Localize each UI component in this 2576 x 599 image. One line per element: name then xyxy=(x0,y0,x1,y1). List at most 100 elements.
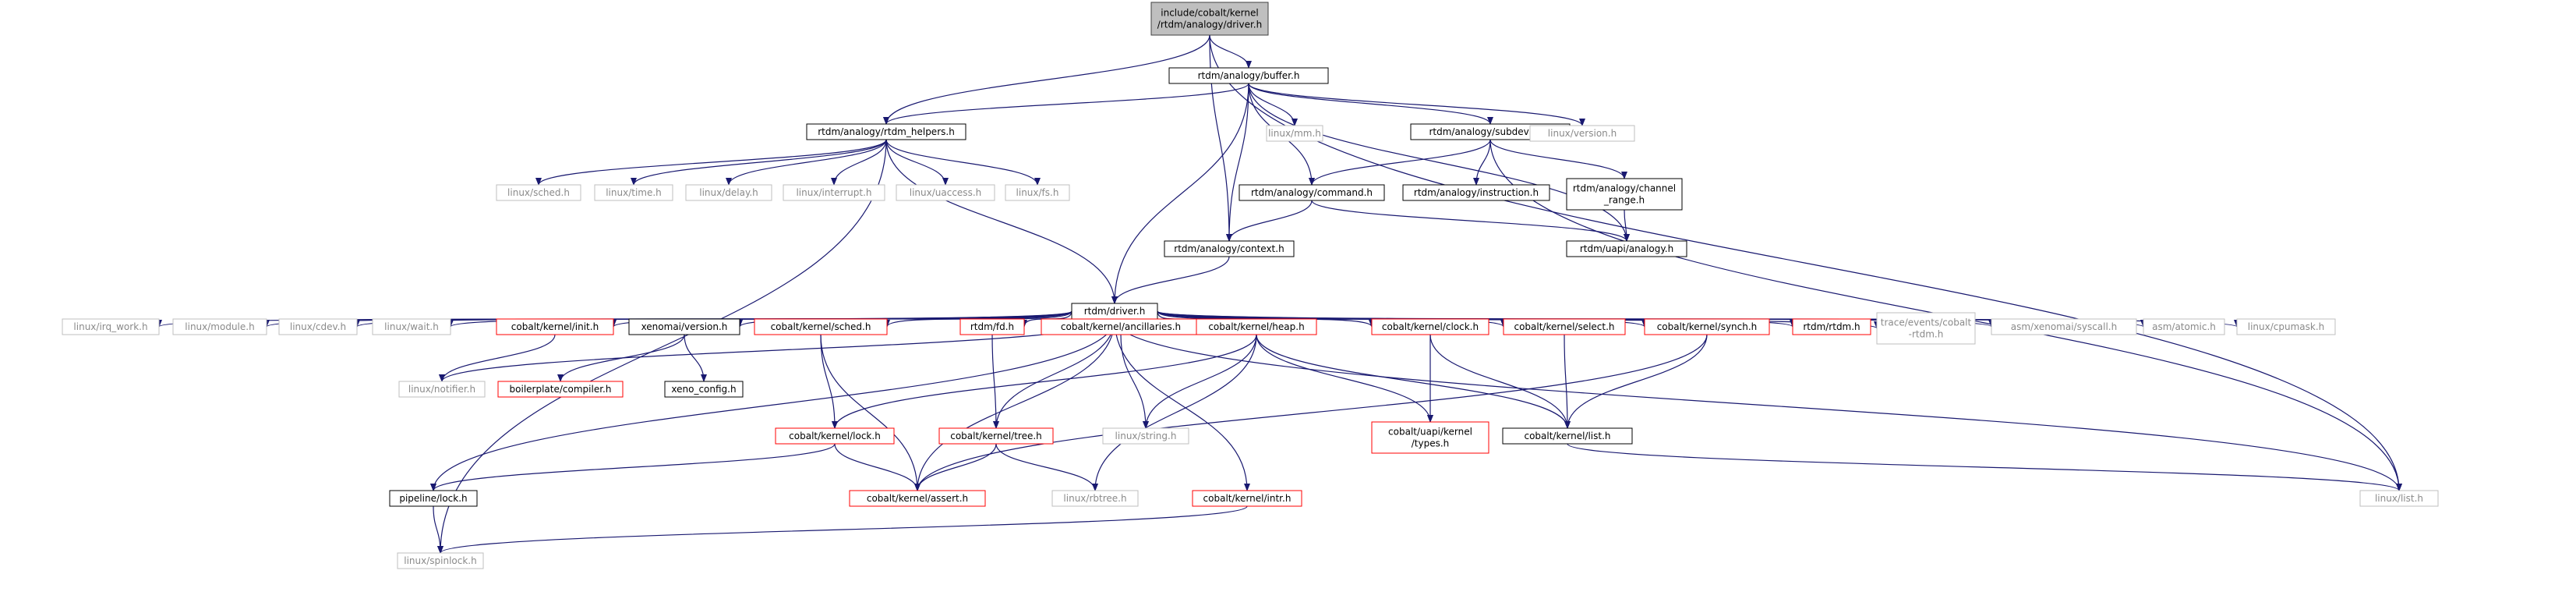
node-label: cobalt/kernel/sched.h xyxy=(771,321,871,332)
node-uapi-types[interactable]: cobalt/uapi/kernel/types.h xyxy=(1371,421,1489,454)
node-cpumask: linux/cpumask.h xyxy=(2236,318,2336,335)
edge-buffer-to-context xyxy=(1226,83,1249,242)
node-xeno-config[interactable]: xeno_config.h xyxy=(664,381,744,398)
edge-rtdm_driver-to-ck_intr xyxy=(1114,318,1250,491)
node-box xyxy=(628,318,740,335)
edge-ck_lock-to-pipeline_lock xyxy=(430,443,836,491)
node-label: rtdm/analogy/rtdm_helpers.h xyxy=(818,126,955,137)
node-label: cobalt/uapi/kernel xyxy=(1388,427,1472,438)
node-channel-range[interactable]: rtdm/analogy/channel_range.h xyxy=(1566,178,1683,211)
edge-ck_select-to-ck_list xyxy=(1564,334,1571,429)
node-module-h: linux/module.h xyxy=(172,318,267,335)
edge-channel_range-to-uapi_analogy xyxy=(1623,209,1630,242)
node-bp-compiler[interactable]: boilerplate/compiler.h xyxy=(497,381,624,398)
edge-ck_synch-to-ck_list xyxy=(1564,334,1708,429)
node-box xyxy=(172,318,267,335)
edge-ck_tree-to-ck_assert xyxy=(914,443,997,491)
edge-ck_synch-to-ck_assert xyxy=(914,334,1708,491)
edge-root-to-list_h xyxy=(1209,34,2402,491)
node-delay-h: linux/delay.h xyxy=(685,184,772,201)
node-interrupt-h: linux/interrupt.h xyxy=(783,184,885,201)
edge-ck_heap-to-ck_lock xyxy=(832,334,1257,429)
edge-rtdm_driver-to-pipeline_lock xyxy=(430,318,1115,491)
node-ck-lock[interactable]: cobalt/kernel/lock.h xyxy=(775,427,895,445)
node-root[interactable]: include/cobalt/kernel/rtdm/analogy/drive… xyxy=(1150,2,1269,36)
node-context[interactable]: rtdm/analogy/context.h xyxy=(1164,240,1295,257)
node-box xyxy=(278,318,358,335)
edge-rtdm_helpers-to-uaccess_h xyxy=(885,139,949,186)
edge-ck_heap-to-uapi_types xyxy=(1256,334,1433,423)
node-ck-assert[interactable]: cobalt/kernel/assert.h xyxy=(849,490,986,507)
edge-subdevice-to-instruction xyxy=(1473,139,1491,186)
node-asm-syscall: asm/xenomai/syscall.h xyxy=(1991,318,2137,335)
node-box xyxy=(497,381,624,398)
node-box xyxy=(1792,318,1871,335)
node-label: linux/time.h xyxy=(606,187,662,198)
node-label: cobalt/kernel/list.h xyxy=(1524,431,1610,441)
node-box xyxy=(2236,318,2336,335)
node-time-h: linux/time.h xyxy=(594,184,673,201)
node-box xyxy=(372,318,451,335)
node-trace-events: trace/events/cobalt-rtdm.h xyxy=(1876,312,1976,345)
node-label: pipeline/lock.h xyxy=(399,493,467,504)
node-box xyxy=(2359,490,2439,507)
node-label: rtdm/analogy/context.h xyxy=(1174,243,1284,254)
node-box xyxy=(685,184,772,201)
node-ck-init[interactable]: cobalt/kernel/init.h xyxy=(496,318,614,335)
node-box xyxy=(849,490,986,507)
node-rtdm-rtdm[interactable]: rtdm/rtdm.h xyxy=(1792,318,1871,335)
node-label: _range.h xyxy=(1603,195,1645,206)
node-ck-intr[interactable]: cobalt/kernel/intr.h xyxy=(1192,490,1302,507)
edge-rtdm_helpers-to-time_h xyxy=(631,139,887,186)
node-label: cobalt/kernel/lock.h xyxy=(789,431,881,441)
node-label: cobalt/kernel/synch.h xyxy=(1657,321,1758,332)
node-box xyxy=(1529,125,1635,142)
node-fs-h: linux/fs.h xyxy=(1005,184,1070,201)
node-ck-synch[interactable]: cobalt/kernel/synch.h xyxy=(1644,318,1770,335)
node-version: linux/version.h xyxy=(1529,125,1635,142)
node-instruction[interactable]: rtdm/analogy/instruction.h xyxy=(1402,184,1550,201)
node-xen-version[interactable]: xenomai/version.h xyxy=(628,318,740,335)
node-ck-sched[interactable]: cobalt/kernel/sched.h xyxy=(754,318,888,335)
node-ck-heap[interactable]: cobalt/kernel/heap.h xyxy=(1196,318,1317,335)
node-label: rtdm/rtdm.h xyxy=(1803,321,1860,332)
node-box xyxy=(1005,184,1070,201)
node-label: rtdm/analogy/buffer.h xyxy=(1198,70,1300,81)
node-ck-list[interactable]: cobalt/kernel/list.h xyxy=(1502,427,1633,445)
node-label: include/cobalt/kernel xyxy=(1161,8,1258,19)
node-label: boilerplate/compiler.h xyxy=(510,384,612,395)
edge-ck_heap-to-ck_list xyxy=(1256,334,1571,429)
node-box xyxy=(397,552,484,569)
node-box xyxy=(1566,240,1687,257)
node-box xyxy=(806,123,966,140)
node-command[interactable]: rtdm/analogy/command.h xyxy=(1239,184,1385,201)
node-uapi-analogy[interactable]: rtdm/uapi/analogy.h xyxy=(1566,240,1687,257)
node-rtdm-driver[interactable]: rtdm/driver.h xyxy=(1071,303,1158,320)
edge-context-to-rtdm_driver xyxy=(1111,256,1230,304)
edge-rtdm_helpers-to-interrupt_h xyxy=(831,139,887,186)
node-box xyxy=(754,318,888,335)
node-label: rtdm/analogy/channel xyxy=(1573,183,1676,194)
node-box xyxy=(1371,318,1489,335)
node-label: cobalt/kernel/init.h xyxy=(511,321,599,332)
node-rtdm-fd[interactable]: rtdm/fd.h xyxy=(959,318,1025,335)
node-ck-ancillaries[interactable]: cobalt/kernel/ancillaries.h xyxy=(1041,318,1201,335)
node-buffer[interactable]: rtdm/analogy/buffer.h xyxy=(1168,67,1329,84)
node-box xyxy=(594,184,673,201)
node-ck-clock[interactable]: cobalt/kernel/clock.h xyxy=(1371,318,1489,335)
node-box xyxy=(1644,318,1770,335)
node-label: linux/version.h xyxy=(1548,128,1617,139)
node-ck-tree[interactable]: cobalt/kernel/tree.h xyxy=(938,427,1054,445)
node-ck-select[interactable]: cobalt/kernel/select.h xyxy=(1503,318,1626,335)
edge-ck_sched-to-ck_assert xyxy=(820,334,921,491)
node-box xyxy=(1991,318,2137,335)
node-box xyxy=(398,381,486,398)
node-rtdm-helpers[interactable]: rtdm/analogy/rtdm_helpers.h xyxy=(806,123,966,140)
node-pipeline-lock[interactable]: pipeline/lock.h xyxy=(389,490,478,507)
node-box xyxy=(1502,427,1633,445)
node-cdev-h: linux/cdev.h xyxy=(278,318,358,335)
node-list-h: linux/list.h xyxy=(2359,490,2439,507)
node-label: asm/xenomai/syscall.h xyxy=(2011,321,2117,332)
node-label: rtdm/analogy/instruction.h xyxy=(1414,187,1539,198)
edge-root-to-buffer xyxy=(1209,34,1252,69)
